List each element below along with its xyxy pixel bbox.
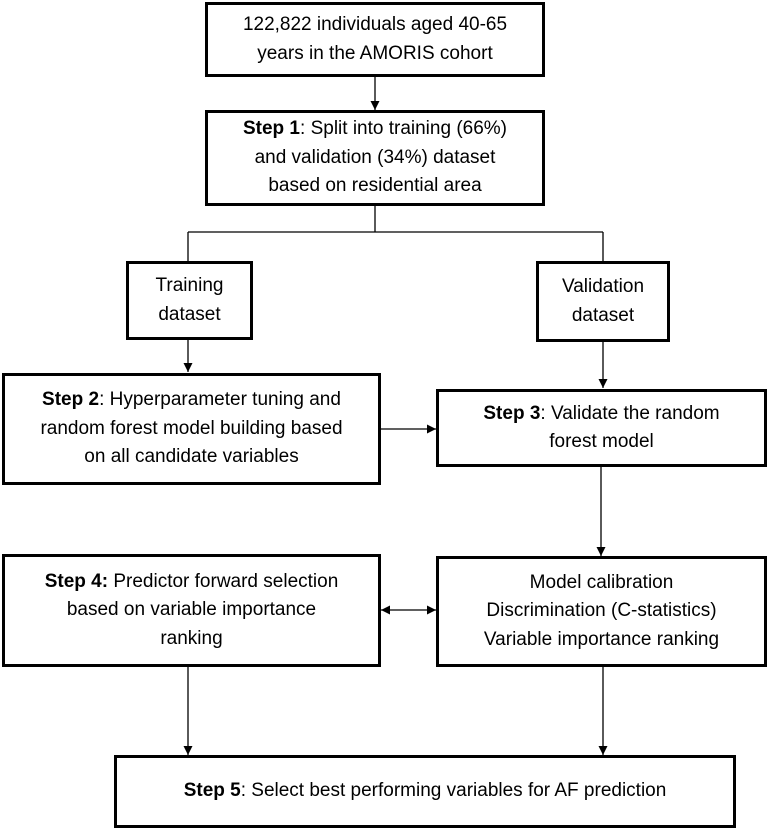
step3-box: Step 3: Validate the random forest model (436, 389, 767, 467)
validation-metrics-box: Model calibration Discrimination (C-stat… (436, 556, 767, 667)
training-line-1: Training (155, 275, 224, 296)
training-line-2: dataset (158, 303, 221, 325)
step4-line-3: ranking (160, 627, 223, 649)
step1-line-3: based on residential area (268, 175, 482, 197)
step1-line-2: and validation (34%) dataset (254, 146, 496, 168)
step5-label: Step 5 (183, 780, 241, 802)
step5-heading-text: : Select best performing variables for A… (240, 780, 667, 802)
step2-label: Step 2 (42, 389, 100, 411)
training-dataset-box: Training dataset (126, 261, 253, 340)
validation-line-1: Validation (561, 276, 645, 297)
step2-heading-text: : Hyperparameter tuning and (99, 389, 341, 411)
step5-heading-line: Step 5: Select best performing variables… (184, 777, 667, 806)
metric-variable-importance: Variable importance ranking (483, 628, 720, 650)
step4-label: Step 4: (44, 570, 109, 592)
step3-line-2: forest model (549, 431, 654, 452)
step2-line-3: on all candidate variables (84, 446, 299, 468)
step3-label: Step 3 (483, 402, 541, 424)
validation-dataset-box: Validation dataset (536, 261, 670, 342)
validation-line-2: dataset (571, 304, 635, 326)
step2-heading-line: Step 2: Hyperparameter tuning and (40, 386, 342, 415)
cohort-box: 122,822 individuals aged 40-65 years in … (205, 2, 545, 77)
metric-model-calibration: Model calibration (529, 571, 674, 593)
step2-line-2: random forest model building based (40, 417, 343, 439)
metric-discrimination: Discrimination (C-statistics) (486, 600, 717, 622)
step2-box: Step 2: Hyperparameter tuning and random… (2, 373, 381, 485)
step1-box: Step 1: Split into training (66%) and va… (205, 110, 545, 206)
step1-label: Step 1 (242, 118, 301, 140)
step1-heading-line: Step 1: Split into training (66%) (243, 115, 507, 144)
step1-heading-text: : Split into training (66%) (300, 118, 508, 140)
step5-box: Step 5: Select best performing variables… (114, 755, 736, 828)
step4-heading-line: Step 4: Predictor forward selection (45, 568, 339, 597)
step4-line-2: based on variable importance (66, 599, 317, 621)
step3-heading-line: Step 3: Validate the random (483, 400, 719, 429)
step4-box: Step 4: Predictor forward selection base… (2, 554, 381, 667)
step3-heading-text: : Validate the random (540, 402, 720, 424)
cohort-line-2: years in the AMORIS cohort (257, 42, 493, 64)
cohort-line-1: 122,822 individuals aged 40-65 (242, 14, 508, 35)
step4-heading-text: Predictor forward selection (108, 570, 339, 592)
